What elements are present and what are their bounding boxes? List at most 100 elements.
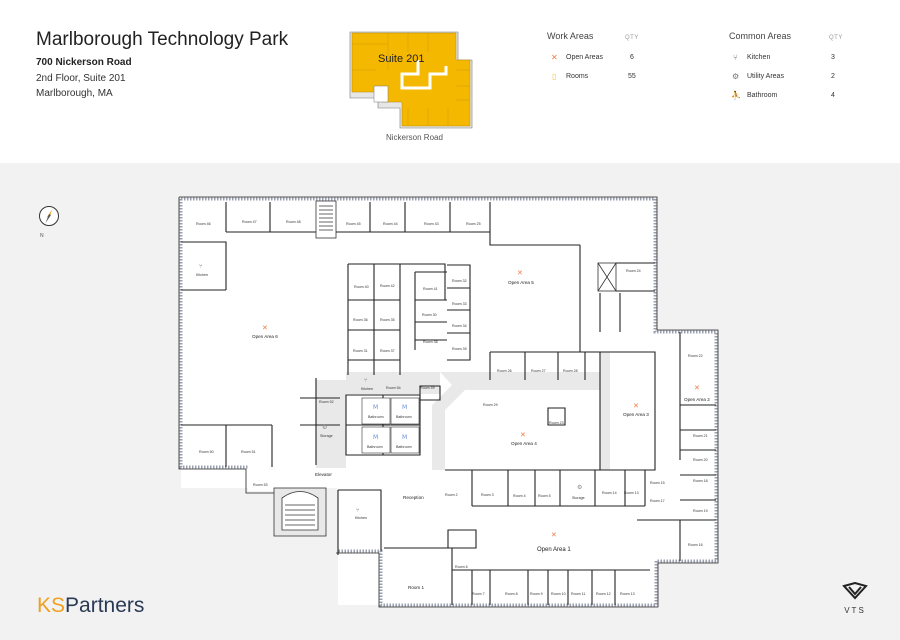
thumbnail-room-lines <box>352 33 470 126</box>
room-26-label: Room 26 <box>497 369 512 373</box>
open-area-3-icon: ✕ <box>633 403 639 410</box>
compass-north-label: N <box>40 233 44 239</box>
room-9-label: Room 9 <box>530 592 543 596</box>
room-44-label: Room 44 <box>383 222 398 226</box>
open-area-5-icon: ✕ <box>517 270 523 277</box>
room-14-label: Room 14 <box>602 491 617 495</box>
room-10-label: Room 10 <box>551 592 566 596</box>
utility-areas-label: Utility Areas <box>747 73 784 80</box>
room-28-label: Room 28 <box>563 369 578 373</box>
stair-core <box>273 200 617 537</box>
kitchen-fixture-icon: ⑂ <box>199 263 203 270</box>
room-39-label: Room 39 <box>452 347 467 351</box>
open-area-3-label: Open Area 3 <box>623 412 649 417</box>
room-46-label: Room 46 <box>196 222 211 226</box>
vts-label: VTS <box>844 606 866 615</box>
open-area-6-icon: ✕ <box>262 325 268 332</box>
room-29-label: Room 29 <box>483 403 498 407</box>
kitchen-fixture-icon-2: ⑂ <box>364 377 368 384</box>
kitchen-label-3: Kitchen <box>355 516 367 520</box>
building-title: Marlborough Technology Park <box>36 29 289 50</box>
room-43-label: Room 43 <box>424 222 439 226</box>
room-42-label: Room 42 <box>380 284 395 288</box>
utility-fixture-icon-2: ⚙ <box>577 484 582 491</box>
open-area-1-label: Open Area 1 <box>537 547 571 553</box>
road-label: Nickerson Road <box>386 133 443 142</box>
compass-icon: N <box>39 206 59 239</box>
room-12-label: Room 12 <box>596 592 611 596</box>
open-area-4-label: Open Area 4 <box>511 441 537 446</box>
room-40-label: Room 40 <box>354 285 369 289</box>
room-7-label: Room 7 <box>472 592 485 596</box>
thumbnail-suite-label: Suite 201 <box>378 53 424 65</box>
bathroom-fixture-icon-2: M <box>402 404 407 411</box>
room-27-label: Room 27 <box>531 369 546 373</box>
bathroom-label-1: Bathroom <box>368 415 384 419</box>
open-area-1-icon: ✕ <box>551 532 557 539</box>
room-16-label: Room 16 <box>688 543 703 547</box>
thumbnail-core <box>373 85 389 103</box>
vts-logo-icon <box>842 581 868 600</box>
utility-fixture-icon: ⚙ <box>322 424 327 431</box>
room-52-label: Room 52 <box>319 400 334 404</box>
kitchen-qty: 3 <box>831 54 835 61</box>
bathroom-label-3: Bathroom <box>367 445 383 449</box>
room-21-label: Room 21 <box>693 434 708 438</box>
utility-icon: ⚙ <box>732 72 740 81</box>
kitchen-label-2: Kitchen <box>361 387 373 391</box>
reception-label: Reception <box>403 495 424 500</box>
bathroom-label: Bathroom <box>747 92 778 99</box>
storage-label-2: Storage <box>320 434 333 438</box>
room-6-label: Room 6 <box>455 565 468 569</box>
room-37-label: Room 37 <box>380 349 395 353</box>
open-area-4-icon: ✕ <box>520 432 526 439</box>
open-areas-qty: 6 <box>630 54 634 61</box>
room-50-label: Room 50 <box>199 450 214 454</box>
common-areas-qty-heading: QTY <box>829 35 843 41</box>
storage-label-1: Storage <box>572 496 585 500</box>
open-area-5-label: Open Area 5 <box>508 280 534 285</box>
kitchen-label: Kitchen <box>747 54 771 61</box>
open-area-icon: ✕ <box>551 53 558 62</box>
suite-line: 2nd Floor, Suite 201 <box>36 73 126 84</box>
room-13-label: Room 13 <box>624 491 639 495</box>
open-area-2-label: Open Area 2 <box>684 397 710 402</box>
vts-logo: VTS <box>840 581 870 615</box>
suite-thumbnail-map[interactable]: Suite 201 <box>348 30 474 130</box>
building-footprint <box>181 199 716 605</box>
rooms-qty: 55 <box>628 73 636 80</box>
room-icon: ▯ <box>552 72 557 81</box>
room-47-label: Room 47 <box>242 220 257 224</box>
room-41-label: Room 41 <box>423 287 438 291</box>
elevator-label: Elevator <box>315 472 332 477</box>
bathroom-icon: ⛹ <box>731 91 741 100</box>
room-35-label: Room 35 <box>380 318 395 322</box>
work-areas-qty-heading: QTY <box>625 35 639 41</box>
room-15-label: Room 15 <box>650 481 665 485</box>
thumbnail-suite-highlight <box>351 32 471 127</box>
plan-bathroom-icons: M M M M <box>373 404 407 441</box>
room-19-label: Room 19 <box>693 509 708 513</box>
room-17-label: Room 17 <box>650 499 665 503</box>
room-48-label: Room 48 <box>286 220 301 224</box>
room-25-label: Room 25 <box>466 222 481 226</box>
thumbnail-corridor <box>400 60 448 90</box>
open-area-markers: ✕ ✕ ✕ ✕ ✕ ✕ <box>262 270 700 539</box>
bathrooms <box>361 397 420 454</box>
room-31-label: Room 31 <box>353 349 368 353</box>
kitchen-label-1: Kitchen <box>196 273 208 277</box>
room-38-label: Room 38 <box>423 340 438 344</box>
room-22-label: Room 22 <box>688 354 703 358</box>
bathroom-fixture-icon-4: M <box>402 434 407 441</box>
bathroom-label-2: Bathroom <box>396 415 412 419</box>
room-5-label: Room 5 <box>538 494 551 498</box>
kitchen-fixture-icon-3: ⑂ <box>356 507 360 514</box>
room-45-label: Room 45 <box>346 222 361 226</box>
ks-partners-logo: KSPartners <box>37 594 145 617</box>
plan-fixture-icons: ⑂ ⑂ ⑂ ⚙ ⚙ <box>199 263 582 514</box>
bathroom-label-4: Bathroom <box>396 445 412 449</box>
room-23-label: Room 23 <box>549 421 564 425</box>
room-13b-label: Room 13 <box>620 592 635 596</box>
room-54-label: Room 54 <box>386 386 401 390</box>
